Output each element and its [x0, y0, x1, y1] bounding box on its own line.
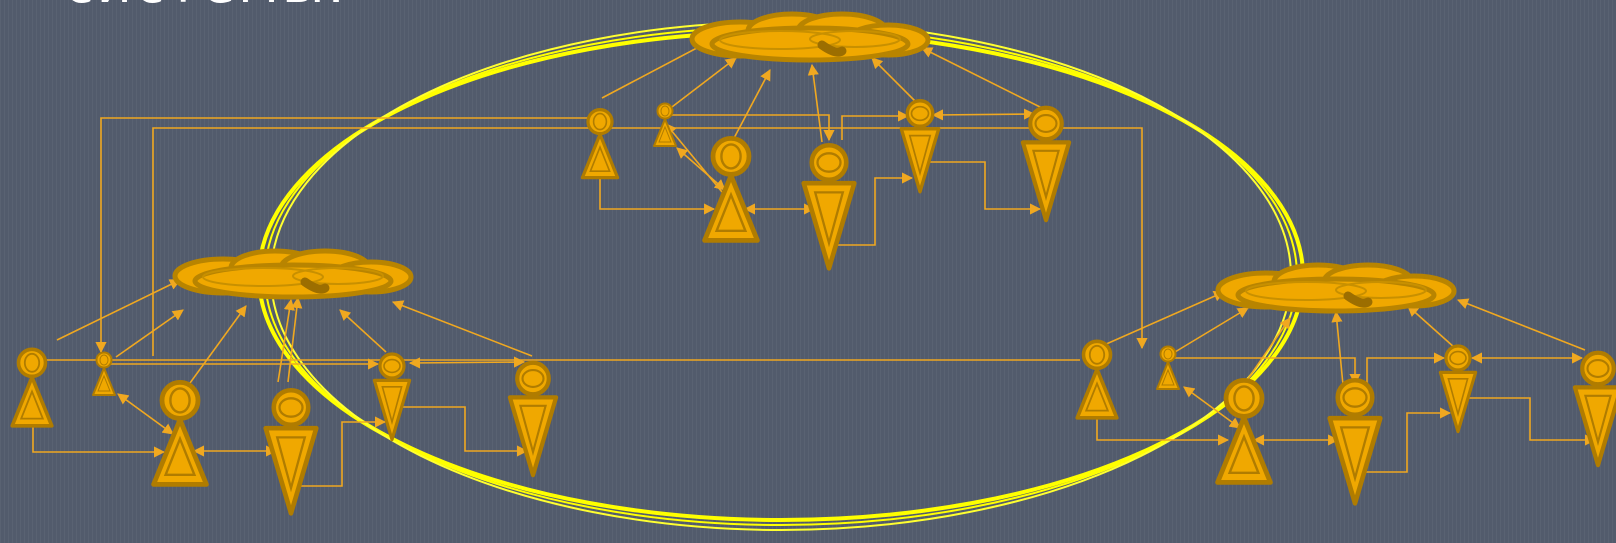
cloud-icon [1218, 265, 1454, 311]
male-user-icon [1218, 380, 1271, 482]
male-user-icon [653, 102, 677, 147]
male-user-icon [705, 138, 758, 240]
female-user-icon [266, 390, 317, 513]
connection-lines [32, 39, 1597, 487]
female-user-icon [372, 352, 412, 442]
female-user-icon [1438, 344, 1478, 434]
female-user-icon [1330, 380, 1381, 503]
ring-outline [257, 21, 1305, 531]
female-user-icon [510, 363, 556, 475]
male-user-icon [1156, 345, 1180, 390]
slide-title: системы. [64, 0, 348, 15]
male-user-icon [580, 107, 620, 180]
male-user-icon [10, 347, 54, 428]
female-user-icon [1575, 353, 1616, 465]
female-user-icon [804, 145, 855, 268]
male-user-icon [154, 382, 207, 484]
cloud-icon [692, 14, 928, 60]
male-user-icon [1075, 339, 1119, 420]
female-user-icon [1023, 108, 1069, 220]
cloud-icon [175, 251, 411, 297]
male-user-icon [92, 351, 116, 396]
